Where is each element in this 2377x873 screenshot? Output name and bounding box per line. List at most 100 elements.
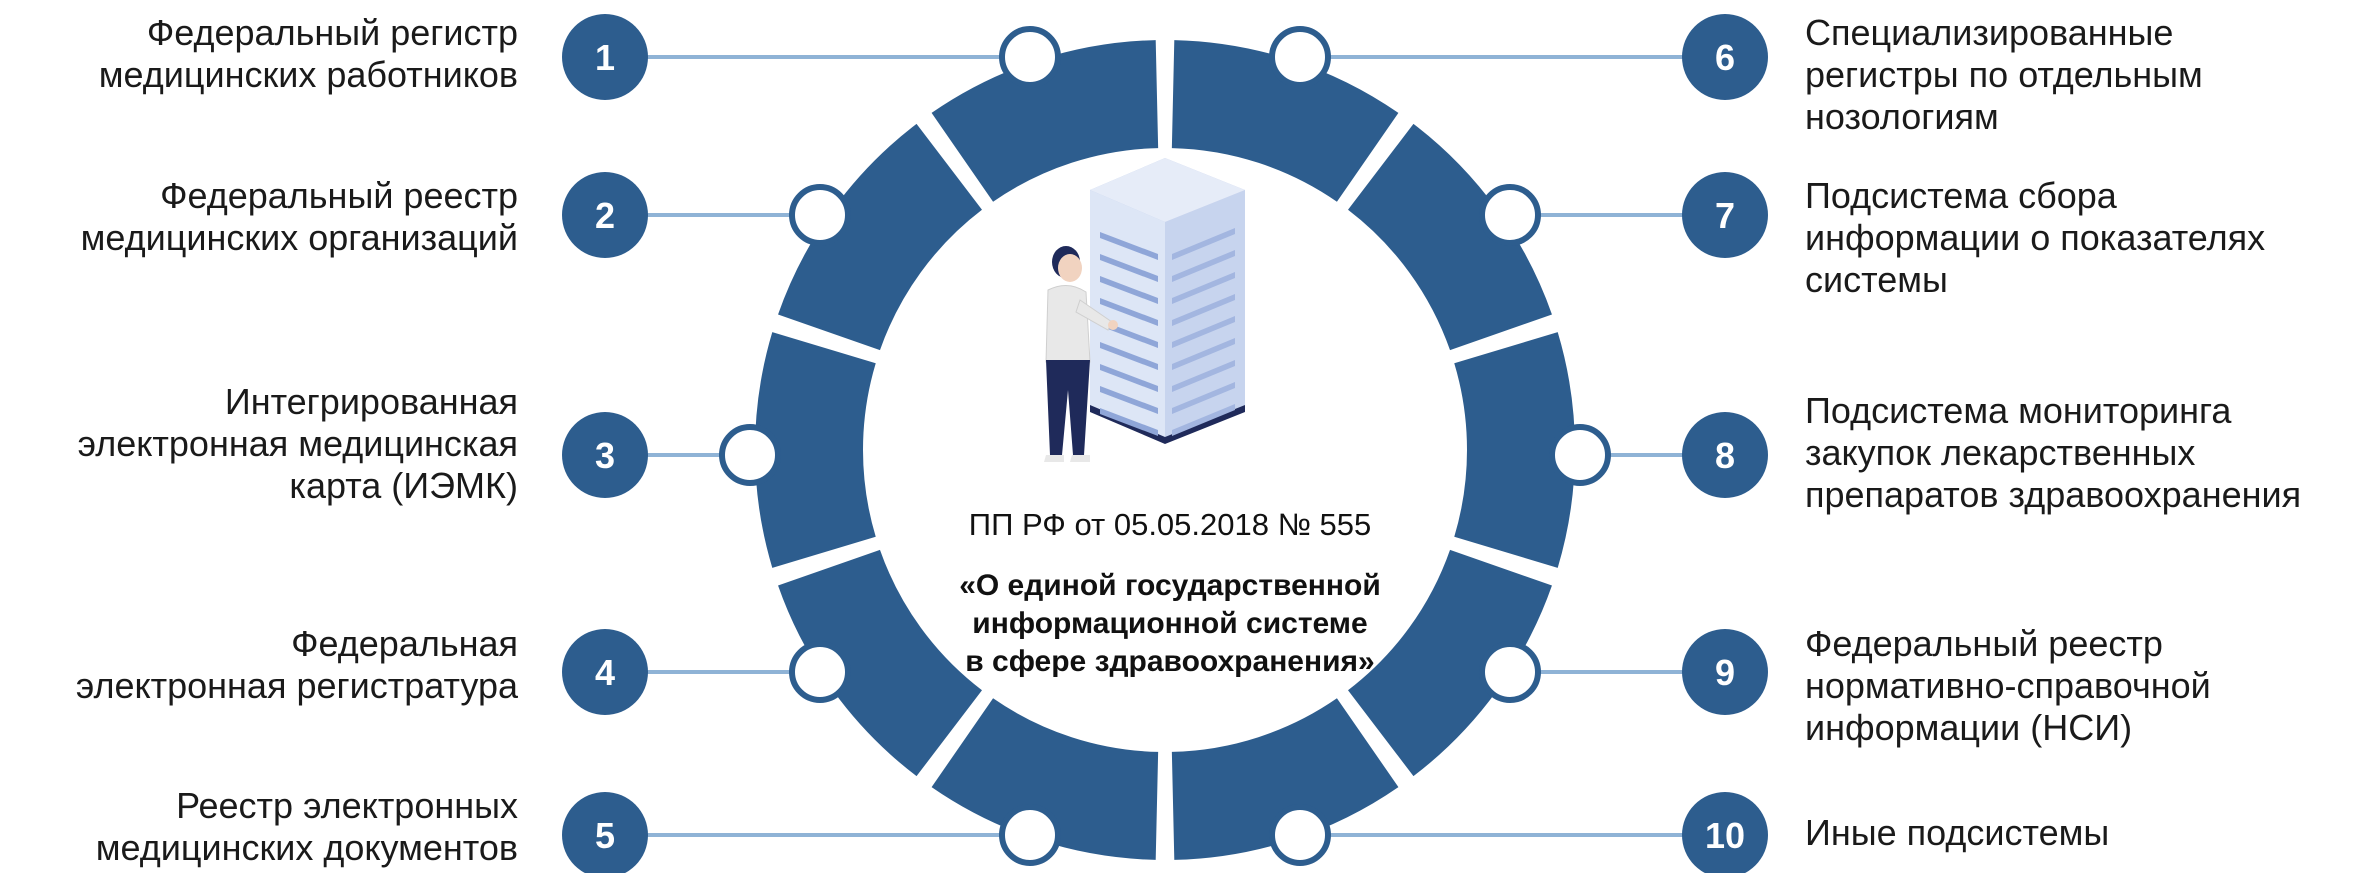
item-label-line: системы: [1805, 259, 1948, 300]
item-label-line: нормативно-справочной: [1805, 665, 2211, 706]
rack-slot: [1172, 228, 1235, 260]
item-label-line: Федеральная: [291, 623, 518, 664]
item-label-10: Иные подсистемы: [1805, 812, 2109, 854]
item-label-line: Федеральный регистр: [146, 12, 518, 53]
item-label-line: информации о показателях: [1805, 217, 2266, 258]
item-label-line: электронная регистратура: [75, 665, 518, 706]
rack-slot: [1172, 250, 1235, 282]
ring-node: [789, 184, 851, 246]
ring-nodes: [719, 26, 1611, 866]
item-label-line: медицинских организаций: [80, 217, 518, 258]
item-label-line: Интегрированная: [224, 381, 518, 422]
number-badge-label: 3: [595, 435, 615, 476]
ring-segment: [778, 549, 982, 777]
number-badges: 1 2 3 4 5 6 7 8 9 10: [562, 14, 1768, 873]
rack-slot: [1100, 386, 1158, 414]
ring-segment: [931, 698, 1159, 860]
ring-segment: [778, 123, 982, 351]
number-badge: [562, 412, 648, 498]
rack-slot: [1100, 254, 1158, 282]
item-label-line: Специализированные: [1805, 12, 2174, 53]
document-title-line: информационной системе: [972, 607, 1368, 640]
number-badge-label: 4: [595, 652, 615, 693]
rack-slot: [1100, 276, 1158, 304]
ring-segment: [1454, 332, 1575, 568]
number-badge: [562, 629, 648, 715]
rack-slot: [1100, 298, 1158, 326]
item-label-line: Иные подсистемы: [1805, 812, 2110, 853]
item-label-line: информации (НСИ): [1805, 707, 2133, 748]
number-badge-label: 5: [595, 815, 615, 856]
ring-segment: [931, 40, 1159, 202]
number-badge-label: 7: [1715, 195, 1735, 236]
number-badge: [1682, 629, 1768, 715]
item-label-line: электронная медицинская: [77, 423, 518, 464]
number-badge: [562, 14, 648, 100]
ring-segment: [1171, 698, 1399, 860]
ring-segment: [1171, 40, 1399, 202]
rack-slot: [1172, 294, 1235, 326]
rack-slot: [1100, 364, 1158, 392]
item-label-line: Федеральный реестр: [160, 175, 518, 216]
server-rack-icon: [1090, 158, 1245, 444]
number-badge-label: 1: [595, 37, 615, 78]
number-badge-label: 6: [1715, 37, 1735, 78]
rack-slot: [1172, 382, 1235, 414]
number-badge-label: 9: [1715, 652, 1735, 693]
ring-node: [1269, 804, 1331, 866]
rack-slot: [1172, 272, 1235, 304]
number-badge: [562, 792, 648, 873]
rack-slot: [1100, 408, 1158, 436]
number-badge-label: 2: [595, 195, 615, 236]
rack-slot: [1172, 360, 1235, 392]
item-label-line: Реестр электронных: [176, 785, 518, 826]
number-badge: [1682, 412, 1768, 498]
center-caption: ПП РФ от 05.05.2018 № 555 «О единой госу…: [900, 505, 1440, 681]
ring-node: [1479, 184, 1541, 246]
item-label-line: нозологиям: [1805, 96, 1999, 137]
number-badge: [562, 172, 648, 258]
ring-segment: [1348, 123, 1552, 351]
item-label-line: Федеральный реестр: [1805, 623, 2163, 664]
number-badge-label: 10: [1705, 815, 1745, 856]
item-label-line: Подсистема мониторинга: [1805, 390, 2232, 431]
decree-reference: ПП РФ от 05.05.2018 № 555: [968, 507, 1372, 542]
ring-segment: [755, 332, 876, 568]
ring-segment: [1348, 549, 1552, 777]
person-icon: [1044, 246, 1118, 462]
ring-node: [719, 424, 781, 486]
number-badge: [1682, 172, 1768, 258]
ring-node: [999, 26, 1061, 88]
ring-node: [789, 641, 851, 703]
number-badge: [1682, 792, 1768, 873]
item-label-line: Подсистема сбора: [1805, 175, 2117, 216]
item-label-line: карта (ИЭМК): [289, 465, 518, 506]
ring: [755, 40, 1575, 860]
ring-node: [1549, 424, 1611, 486]
number-badge-label: 8: [1715, 435, 1735, 476]
item-label-line: медицинских документов: [95, 827, 518, 868]
rack-slot: [1172, 338, 1235, 370]
document-title: «О единой государственной информационной…: [900, 567, 1440, 681]
rack-slot: [1172, 316, 1235, 348]
item-label-line: регистры по отдельным: [1805, 54, 2203, 95]
document-title-line: в сфере здравоохранения»: [965, 645, 1375, 678]
ring-node: [1269, 26, 1331, 88]
item-label-line: медицинских работников: [98, 54, 518, 95]
rack-slot: [1100, 232, 1158, 260]
rack-slot: [1172, 404, 1235, 436]
item-label-line: закупок лекарственных: [1805, 432, 2196, 473]
ring-node: [999, 804, 1061, 866]
ring-node: [1479, 641, 1541, 703]
rack-slot: [1100, 342, 1158, 370]
